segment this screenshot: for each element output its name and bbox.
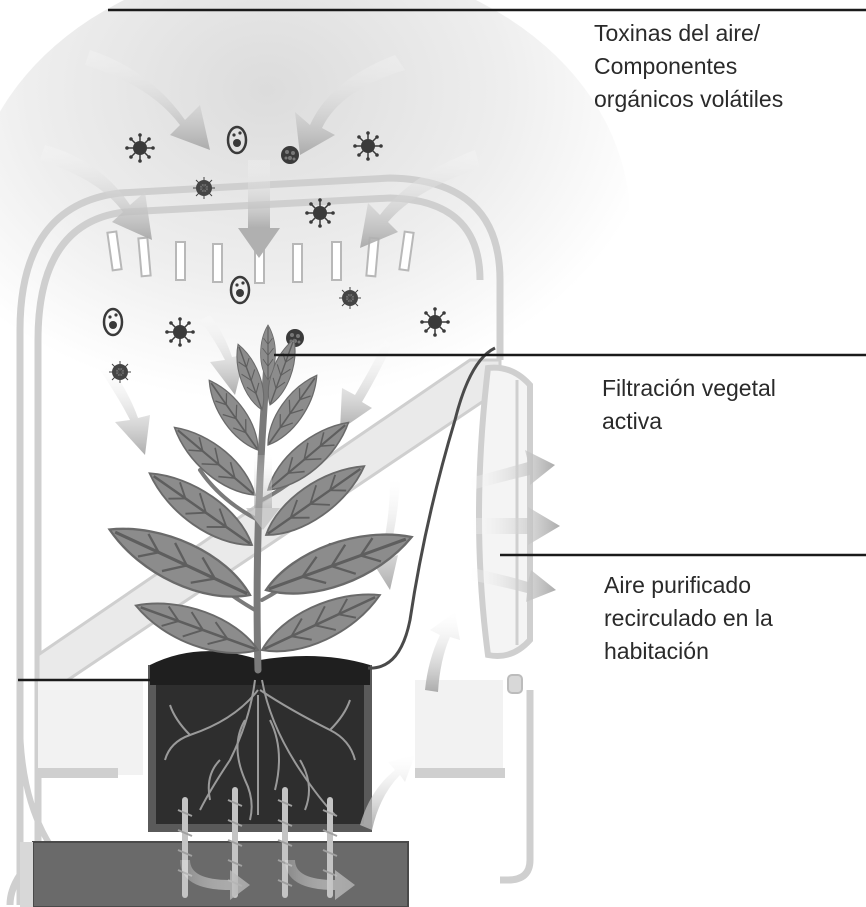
label-purified-air: Aire purificado recirculado en la habita… [604, 569, 773, 668]
polluted-air-haze [0, 0, 630, 480]
side-vent [479, 368, 530, 656]
spore-icon [193, 177, 215, 199]
knob [508, 675, 522, 693]
plant-pot [148, 651, 372, 832]
label-filtration: Filtración vegetal activa [602, 372, 776, 438]
spore-icon [109, 361, 131, 383]
spore-icon [339, 287, 361, 309]
label-toxins: Toxinas del aire/ Componentes orgánicos … [594, 17, 783, 116]
spore-icon [281, 146, 299, 164]
water-reservoir [20, 842, 408, 907]
